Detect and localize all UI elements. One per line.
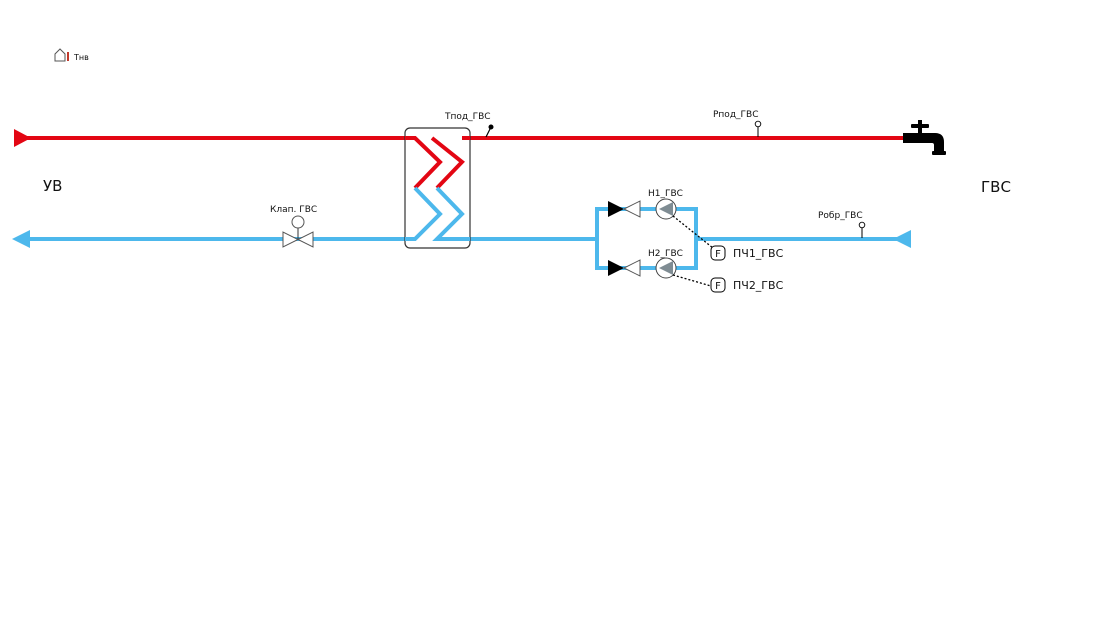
supply-arrow-icon (14, 129, 31, 147)
control-valve[interactable]: Клап. ГВС (270, 205, 317, 248)
heat-exchanger[interactable] (404, 127, 471, 249)
outdoor-temp-indicator[interactable]: Тнв (54, 48, 89, 62)
drive-1-label: ПЧ1_ГВС (733, 247, 784, 260)
drive-2[interactable]: F ПЧ2_ГВС (710, 277, 784, 293)
thermometer-icon (67, 52, 69, 61)
return-arrow-left-icon (12, 230, 30, 248)
p-return-label: Робр_ГВС (818, 211, 863, 221)
p-supply-label: Рпод_ГВС (713, 110, 759, 120)
pump-2[interactable]: Н2_ГВС (608, 249, 683, 279)
pump-loop-pipe (595, 207, 698, 270)
drive-1-badge: F (715, 249, 721, 260)
faucet-icon (903, 120, 946, 155)
pump-2-control-link (672, 274, 712, 287)
drive-1[interactable]: F ПЧ1_ГВС (710, 245, 784, 261)
pump-1-control-link (672, 215, 714, 249)
pump-2-label: Н2_ГВС (648, 249, 683, 259)
outdoor-temp-label: Тнв (73, 53, 89, 62)
p-return-sensor[interactable]: Робр_ГВС (818, 211, 866, 238)
pump-1-label: Н1_ГВС (648, 189, 683, 199)
pump-icon (659, 261, 673, 275)
left-endpoint-label: УВ (43, 177, 62, 195)
pump-1[interactable]: Н1_ГВС (608, 189, 683, 220)
drive-2-badge: F (715, 281, 721, 292)
right-endpoint-label: ГВС (981, 178, 1011, 196)
check-valve-icon (608, 260, 624, 276)
return-arrow-right-icon (893, 230, 911, 248)
house-icon (54, 48, 66, 62)
pump-icon (659, 202, 673, 216)
check-valve-icon (608, 201, 624, 217)
t-supply-sensor[interactable]: Тпод_ГВС (444, 112, 494, 138)
p-supply-sensor[interactable]: Рпод_ГВС (713, 110, 762, 137)
t-supply-label: Тпод_ГВС (444, 112, 491, 122)
valve-label: Клап. ГВС (270, 205, 317, 215)
drive-2-label: ПЧ2_ГВС (733, 279, 784, 292)
